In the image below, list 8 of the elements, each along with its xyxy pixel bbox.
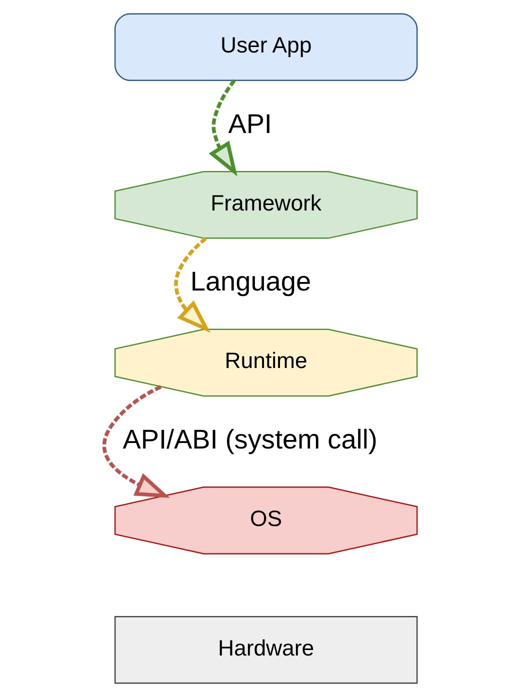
node-box: User App [114, 13, 418, 81]
arrow [102, 385, 170, 498]
edge-label: API [228, 108, 272, 139]
arrow [174, 237, 210, 333]
edge-label: API/ABI (system call) [122, 423, 377, 454]
node-box: Hardware [114, 616, 418, 684]
arrow [208, 79, 237, 176]
edge-label: Language [190, 266, 311, 297]
